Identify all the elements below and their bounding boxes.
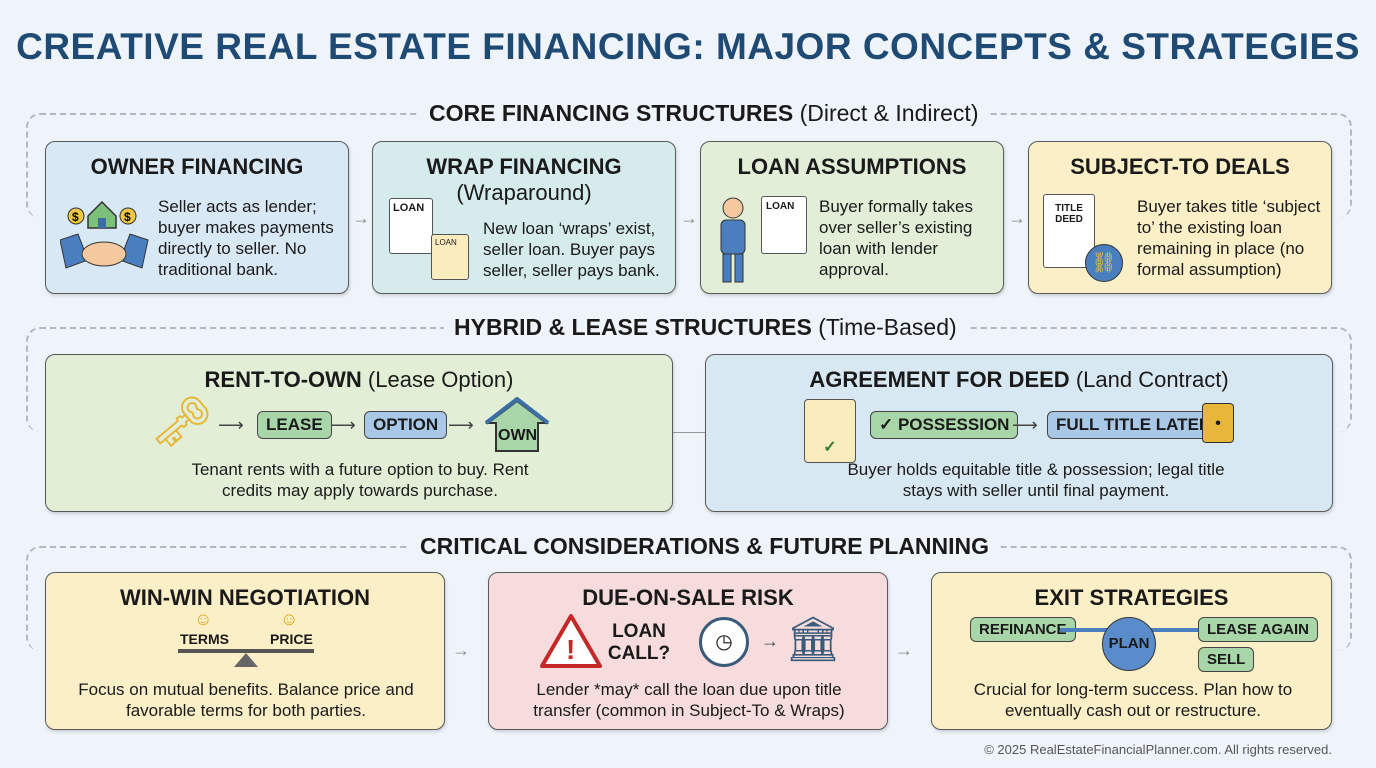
card-title: DUE-ON-SALE RISK	[582, 585, 794, 610]
step-possession: ✓ POSSESSION	[870, 411, 1019, 439]
loan-document-icon: LOAN	[761, 196, 807, 254]
card-description: Focus on mutual benefits. Balance price …	[78, 680, 414, 720]
card-exit-strategies: EXIT STRATEGIES REFINANCE PLAN LEASE AGA…	[931, 572, 1332, 730]
svg-text:$: $	[72, 210, 79, 224]
handshake-house-icon: $ $	[60, 200, 149, 269]
loan-document-icon: LOAN	[431, 234, 469, 280]
bank-icon: 🏛	[785, 615, 841, 664]
card-title: AGREEMENT FOR DEED (Land Contract)	[809, 367, 1229, 392]
padlock-icon: •	[1202, 403, 1234, 443]
card-title: RENT-TO-OWN (Lease Option)	[204, 367, 514, 392]
step-lease: LEASE	[257, 411, 332, 439]
card-owner-financing: OWNER FINANCING $ $ Seller acts as lende…	[45, 141, 349, 294]
card-agreement-for-deed: AGREEMENT FOR DEED (Land Contract) ✓ ✓ P…	[705, 354, 1333, 512]
own-label: OWN	[498, 427, 538, 444]
card-description: New loan ‘wraps’ exist, seller loan. Buy…	[483, 219, 660, 280]
svg-text:!: !	[566, 634, 575, 665]
key-icon: 🗝	[150, 394, 214, 450]
card-description: Buyer formally takes over seller’s exist…	[819, 197, 973, 279]
flow-arrow: ⟶	[1012, 415, 1038, 435]
flow-arrow: ⟶	[448, 415, 474, 435]
option-lease-again: LEASE AGAIN	[1198, 617, 1318, 642]
check-icon: ✓	[879, 415, 898, 434]
flow-arrow: →	[895, 640, 913, 660]
step-full-title-later: FULL TITLE LATER	[1047, 411, 1221, 439]
house-icon	[484, 397, 550, 452]
card-win-win: WIN-WIN NEGOTIATION ☺ ☺ TERMS PRICE Focu…	[45, 572, 445, 730]
option-refinance: REFINANCE	[970, 617, 1076, 642]
chain-link-icon: ⛓	[1085, 244, 1123, 282]
loan-document-icon: LOAN	[389, 198, 433, 254]
flow-arrow: →	[761, 631, 779, 651]
card-description: Buyer takes title ‘subject to’ the exist…	[1137, 197, 1321, 279]
copyright-footer: © 2025 RealEstateFinancialPlanner.com. A…	[984, 742, 1332, 757]
step-option: OPTION	[364, 411, 448, 439]
card-title: LOAN ASSUMPTIONS	[737, 154, 967, 179]
card-description: Crucial for long-term success. Plan how …	[973, 680, 1293, 720]
plan-circle: PLAN	[1102, 617, 1156, 671]
contract-scroll-icon: ✓	[804, 399, 856, 463]
section-header-hybrid: HYBRID & LEASE STRUCTURES (Time-Based)	[444, 314, 967, 341]
card-due-on-sale: DUE-ON-SALE RISK ! LOAN CALL? ◷ → 🏛 Lend…	[488, 572, 888, 730]
price-label: PRICE	[270, 631, 313, 647]
flow-arrow: →	[680, 208, 698, 228]
section-header-core: CORE FINANCING STRUCTURES (Direct & Indi…	[419, 100, 989, 127]
connector-line	[673, 432, 705, 433]
section-header-critical: CRITICAL CONSIDERATIONS & FUTURE PLANNIN…	[410, 533, 1000, 560]
card-description: Buyer holds equitable title & possession…	[847, 460, 1225, 500]
card-title: WIN-WIN NEGOTIATION	[119, 585, 371, 610]
flow-arrow: →	[352, 208, 370, 228]
card-loan-assumptions: LOAN ASSUMPTIONS LOAN Buyer formally tak…	[700, 141, 1004, 294]
card-description: Tenant rents with a future option to buy…	[191, 460, 529, 500]
card-title: WRAP FINANCING(Wraparound)	[426, 154, 622, 205]
warning-icon: !	[540, 614, 602, 668]
flow-arrow: →	[452, 640, 470, 660]
flow-arrow: →	[1008, 208, 1026, 228]
clock-icon: ◷	[699, 617, 749, 667]
card-subject-to: SUBJECT-TO DEALS TITLE DEED ⛓ Buyer take…	[1028, 141, 1332, 294]
balance-scale-icon	[178, 649, 314, 653]
person-icon	[720, 197, 746, 283]
card-title: SUBJECT-TO DEALS	[1070, 154, 1290, 179]
card-wrap-financing: WRAP FINANCING(Wraparound) LOAN LOAN New…	[372, 141, 676, 294]
svg-text:$: $	[124, 210, 131, 224]
card-title: EXIT STRATEGIES	[1034, 585, 1229, 610]
option-sell: SELL	[1198, 647, 1255, 672]
card-description: Lender *may* call the loan due upon titl…	[533, 680, 845, 720]
loan-call-label: LOAN CALL?	[607, 621, 671, 664]
card-rent-to-own: RENT-TO-OWN (Lease Option) 🗝 ⟶ LEASE ⟶ O…	[45, 354, 673, 512]
page-title: CREATIVE REAL ESTATE FINANCING: MAJOR CO…	[16, 26, 1360, 67]
card-description: Seller acts as lender; buyer makes payme…	[158, 197, 334, 279]
card-title: OWNER FINANCING	[90, 154, 304, 179]
balance-fulcrum	[234, 653, 258, 667]
flow-arrow: ⟶	[330, 415, 356, 435]
smiley-icon: ☺	[194, 609, 213, 629]
smiley-icon: ☺	[280, 609, 299, 629]
terms-label: TERMS	[180, 631, 229, 647]
flow-arrow: ⟶	[218, 415, 244, 435]
